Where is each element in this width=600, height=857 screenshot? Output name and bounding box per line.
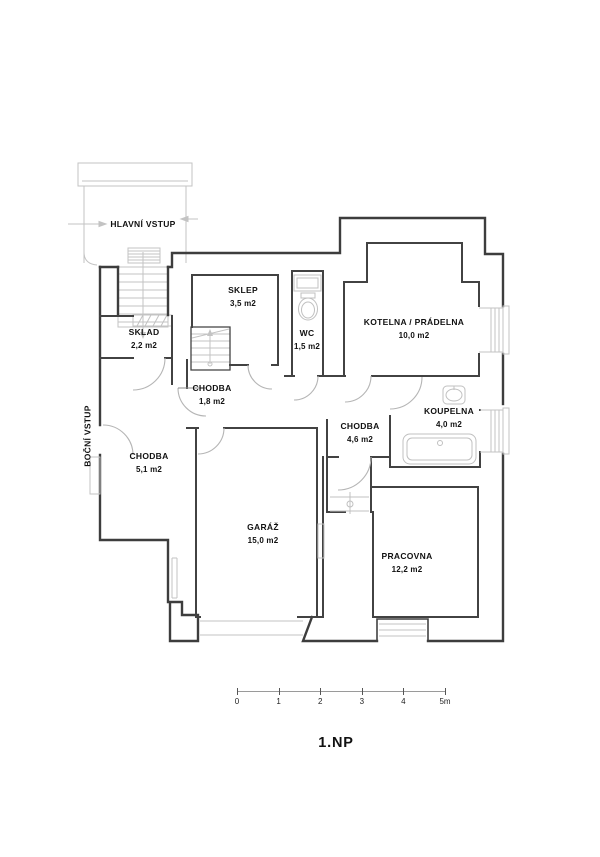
door-arc-garage <box>197 427 225 455</box>
scale-tick <box>237 688 238 695</box>
side-entry-step <box>89 456 101 495</box>
garage-door-icon <box>200 620 303 636</box>
toilet-icon <box>293 274 322 321</box>
door-arc-kotelna <box>344 375 372 403</box>
scale-tick-label: 2 <box>317 697 323 706</box>
window-icon <box>479 305 510 355</box>
doors <box>102 357 423 491</box>
wall <box>389 415 481 468</box>
door-arc-wc <box>293 375 319 401</box>
wall <box>372 486 479 618</box>
scale-tick-label: 0 <box>234 697 240 706</box>
scale-tick-label: 5m <box>439 697 451 706</box>
fixtures <box>293 274 477 514</box>
door-arc-side-entrance <box>102 424 134 456</box>
window-icon <box>171 557 178 599</box>
scale-tick <box>445 688 446 695</box>
entry-porch <box>68 162 198 266</box>
floor-drain-icon <box>330 492 369 514</box>
wall <box>186 359 197 429</box>
wall <box>376 618 429 642</box>
door-arc-chodba <box>177 387 207 417</box>
scale-tick-label: 3 <box>359 697 365 706</box>
wall-niche <box>317 523 325 559</box>
wall <box>291 270 324 377</box>
wall <box>191 274 279 366</box>
wall <box>301 615 379 643</box>
grate-icon <box>132 314 173 327</box>
wall <box>426 452 505 643</box>
wall <box>166 216 505 308</box>
sink-icon <box>442 385 466 405</box>
scale-tick-label: 1 <box>276 697 281 706</box>
window-icon <box>480 407 510 455</box>
outer-walls <box>98 216 505 643</box>
scale-tick <box>278 688 280 695</box>
dimension-arrow-icon <box>68 215 198 228</box>
interior-stairs-icon <box>191 328 230 367</box>
wall <box>326 456 372 513</box>
wall <box>190 326 231 371</box>
wall <box>116 265 170 317</box>
bathtub-icon <box>402 433 477 465</box>
wall <box>343 242 480 283</box>
interior-walls <box>99 242 481 642</box>
wall <box>195 427 318 618</box>
door-arc-sklad <box>132 357 166 391</box>
windows <box>89 305 510 637</box>
window-icon <box>379 623 426 637</box>
wall <box>98 453 170 604</box>
door-arc-pracovna <box>337 456 372 491</box>
scale-tick <box>320 688 322 695</box>
scale-tick <box>361 688 363 695</box>
door-arc-koupelna <box>389 376 423 410</box>
porch-canopy <box>77 162 193 187</box>
scale-tick-label: 4 <box>401 697 406 706</box>
doormat-icon <box>127 247 161 264</box>
door-arc-sklep <box>247 364 273 390</box>
plan-title: 1.NP <box>318 735 354 751</box>
scale-tick <box>403 688 405 695</box>
wall <box>168 600 200 643</box>
scale-bar: 0 1 2 3 4 5m <box>235 688 451 706</box>
entry-stairs-icon <box>117 252 173 339</box>
